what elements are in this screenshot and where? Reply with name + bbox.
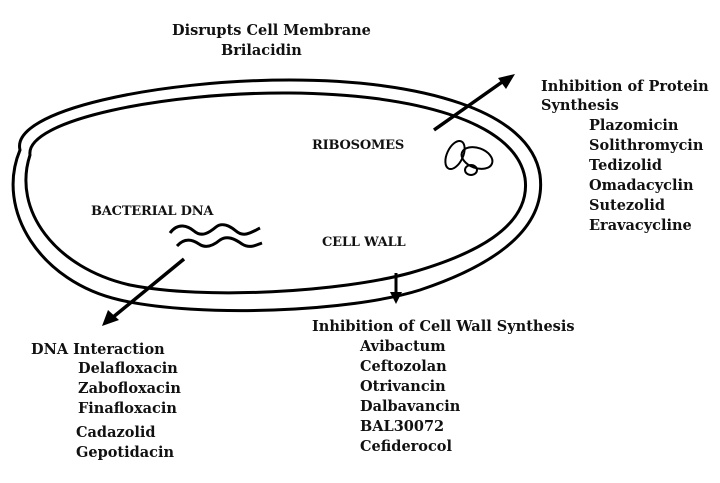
membrane-heading: Disrupts Cell Membrane <box>172 22 371 39</box>
drug-item: Cefiderocol <box>360 438 452 455</box>
drug-item: Sutezolid <box>589 197 665 214</box>
drug-item: Eravacycline <box>589 217 692 234</box>
cell-wall-label: CELL WALL <box>322 235 406 250</box>
protein-synthesis-heading-line2: Synthesis <box>541 97 619 114</box>
protein-synthesis-drug-list: Plazomicin Solithromycin Tedizolid Omada… <box>589 116 703 236</box>
dna-interaction-drug-list-2: Cadazolid Gepotidacin <box>76 423 174 463</box>
ribosome-icon <box>444 139 494 176</box>
cell-wall-synthesis-heading: Inhibition of Cell Wall Synthesis <box>312 318 575 335</box>
dna-interaction-heading: DNA Interaction <box>31 341 165 358</box>
drug-item: Otrivancin <box>360 378 446 395</box>
drug-item: Solithromycin <box>589 137 704 154</box>
dna-interaction-drug-list: Delafloxacin Zabofloxacin Finafloxacin <box>78 359 181 419</box>
drug-item: Avibactum <box>360 338 446 355</box>
membrane-drug: Brilacidin <box>221 42 302 59</box>
cell-membrane-inner <box>24 91 527 295</box>
cell-wall-synthesis-drug-list: Avibactum Ceftozolan Otrivancin Dalbavan… <box>360 337 460 457</box>
drug-item: Delafloxacin <box>78 360 178 377</box>
drug-item: Gepotidacin <box>76 444 175 461</box>
drug-item: Ceftozolan <box>360 358 447 375</box>
arrow-protein-synthesis <box>432 74 515 132</box>
arrow-cell-wall-synthesis <box>390 273 402 304</box>
dna-icon <box>168 223 263 248</box>
drug-item: Zabofloxacin <box>78 380 181 397</box>
drug-item: Finafloxacin <box>78 400 177 417</box>
bacterial-dna-label: BACTERIAL DNA <box>91 204 214 219</box>
protein-synthesis-heading-line1: Inhibition of Protein <box>541 78 709 95</box>
arrow-dna-interaction <box>102 257 186 326</box>
drug-item: Omadacyclin <box>589 177 694 194</box>
drug-item: Plazomicin <box>589 117 679 134</box>
drug-item: Cadazolid <box>76 424 156 441</box>
ribosomes-label: RIBOSOMES <box>312 138 405 153</box>
drug-item: Dalbavancin <box>360 398 461 415</box>
drug-item: BAL30072 <box>360 418 445 435</box>
drug-item: Tedizolid <box>589 157 663 174</box>
cell-wall-outer <box>11 78 543 313</box>
